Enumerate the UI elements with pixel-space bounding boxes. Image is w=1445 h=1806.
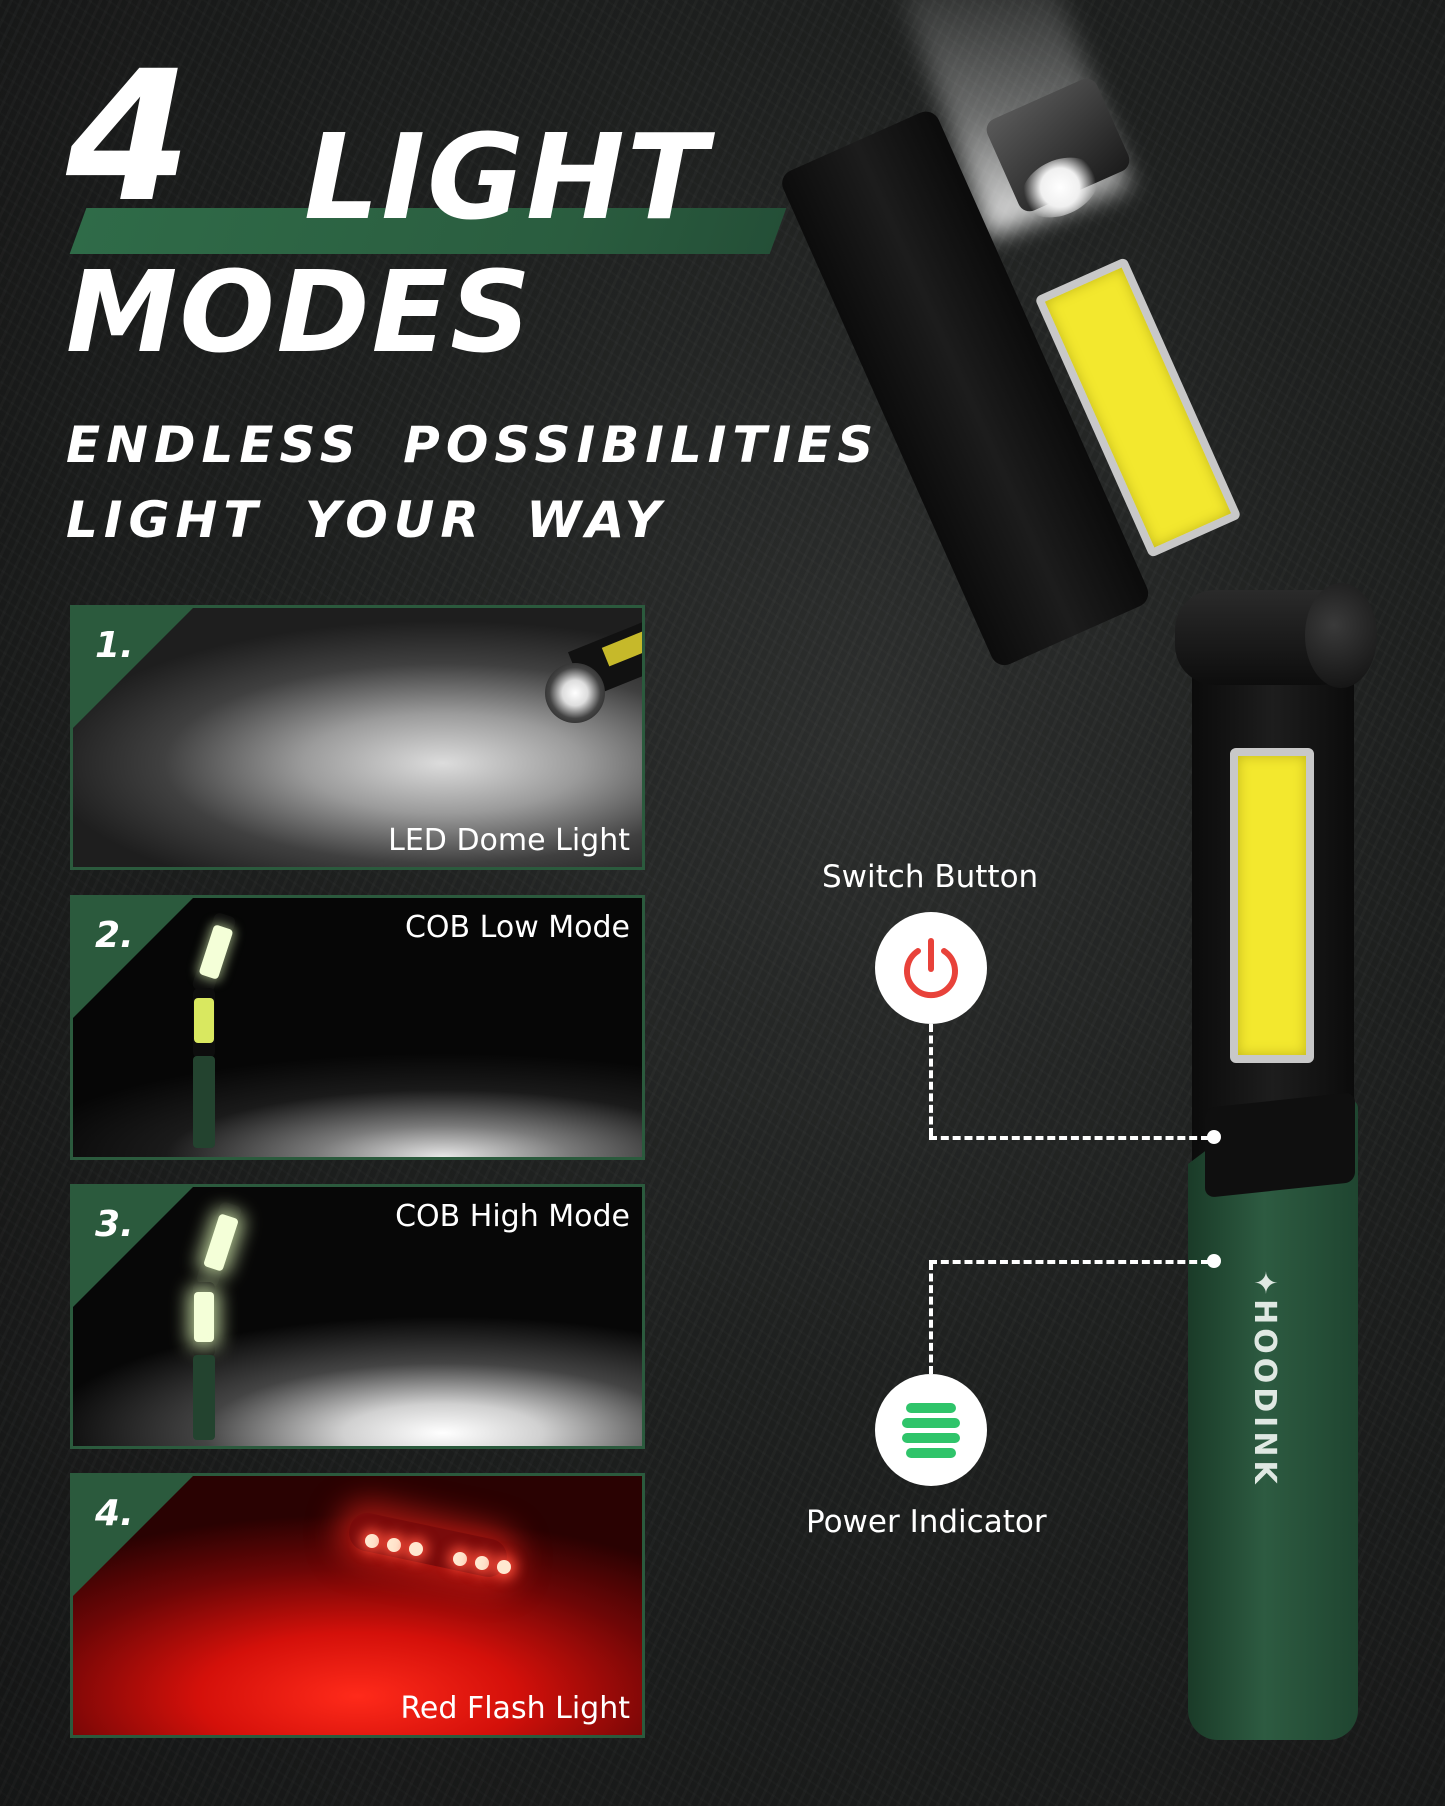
- red-led-dot: [409, 1542, 423, 1556]
- red-led-dot: [365, 1534, 379, 1548]
- power-indicator-label: Power Indicator: [806, 1504, 1047, 1540]
- mode-label: COB Low Mode: [404, 910, 630, 945]
- lower-cob-panel: [1230, 748, 1314, 1063]
- power-icon: [904, 938, 958, 999]
- power-indicator-callout: [875, 1374, 987, 1486]
- red-led-dot: [453, 1552, 467, 1566]
- headline: 4 LIGHT MODES: [66, 33, 826, 378]
- mode-panel-red-flash: 4. Red Flash Light: [70, 1473, 645, 1738]
- title-number: 4: [66, 33, 191, 242]
- mode-number: 2.: [95, 915, 134, 956]
- mini-cob-lower: [194, 998, 214, 1043]
- red-led-dot: [387, 1538, 401, 1552]
- switch-button-callout: [875, 912, 987, 1024]
- red-led-dot: [475, 1556, 489, 1570]
- mode-panel-cob-high: 3. COB High Mode: [70, 1184, 645, 1449]
- subtitle-line-2: LIGHT YOUR WAY: [66, 491, 667, 549]
- power-connector-dot: [1207, 1254, 1221, 1268]
- mini-flashlight-head: [545, 663, 605, 723]
- switch-connector-horizontal: [929, 1136, 1209, 1140]
- brand-logo: ✦HOODINK: [1247, 1270, 1282, 1488]
- mode-number: 1.: [95, 625, 134, 666]
- mode-number: 3.: [95, 1204, 134, 1245]
- red-led-dot: [497, 1560, 511, 1574]
- power-connector-vertical: [929, 1262, 933, 1374]
- mini-flashlight-handle: [193, 1056, 215, 1148]
- mini-flashlight-handle: [193, 1355, 215, 1440]
- handle-switch-cap: [1205, 1092, 1355, 1198]
- mode-label: COB High Mode: [395, 1199, 630, 1234]
- mode-number: 4.: [95, 1493, 134, 1534]
- mini-cob-glow-lower: [194, 1292, 214, 1342]
- subtitle-line-1: ENDLESS POSSIBILITIES: [66, 416, 880, 474]
- mode-label: LED Dome Light: [388, 823, 630, 858]
- switch-connector-vertical: [929, 1024, 933, 1136]
- switch-button-label: Switch Button: [822, 859, 1039, 895]
- mode-label: Red Flash Light: [400, 1691, 630, 1726]
- title-word-light: LIGHT: [304, 108, 710, 246]
- hinge-cap: [1305, 583, 1377, 688]
- flashlight-handle: [1188, 1100, 1358, 1740]
- power-connector-horizontal: [929, 1260, 1209, 1264]
- mode-panel-cob-low: 2. COB Low Mode: [70, 895, 645, 1160]
- switch-connector-dot: [1207, 1130, 1221, 1144]
- title-word-modes: MODES: [66, 248, 533, 378]
- battery-level-icon: [902, 1403, 960, 1458]
- mode-panel-led-dome: 1. LED Dome Light: [70, 605, 645, 870]
